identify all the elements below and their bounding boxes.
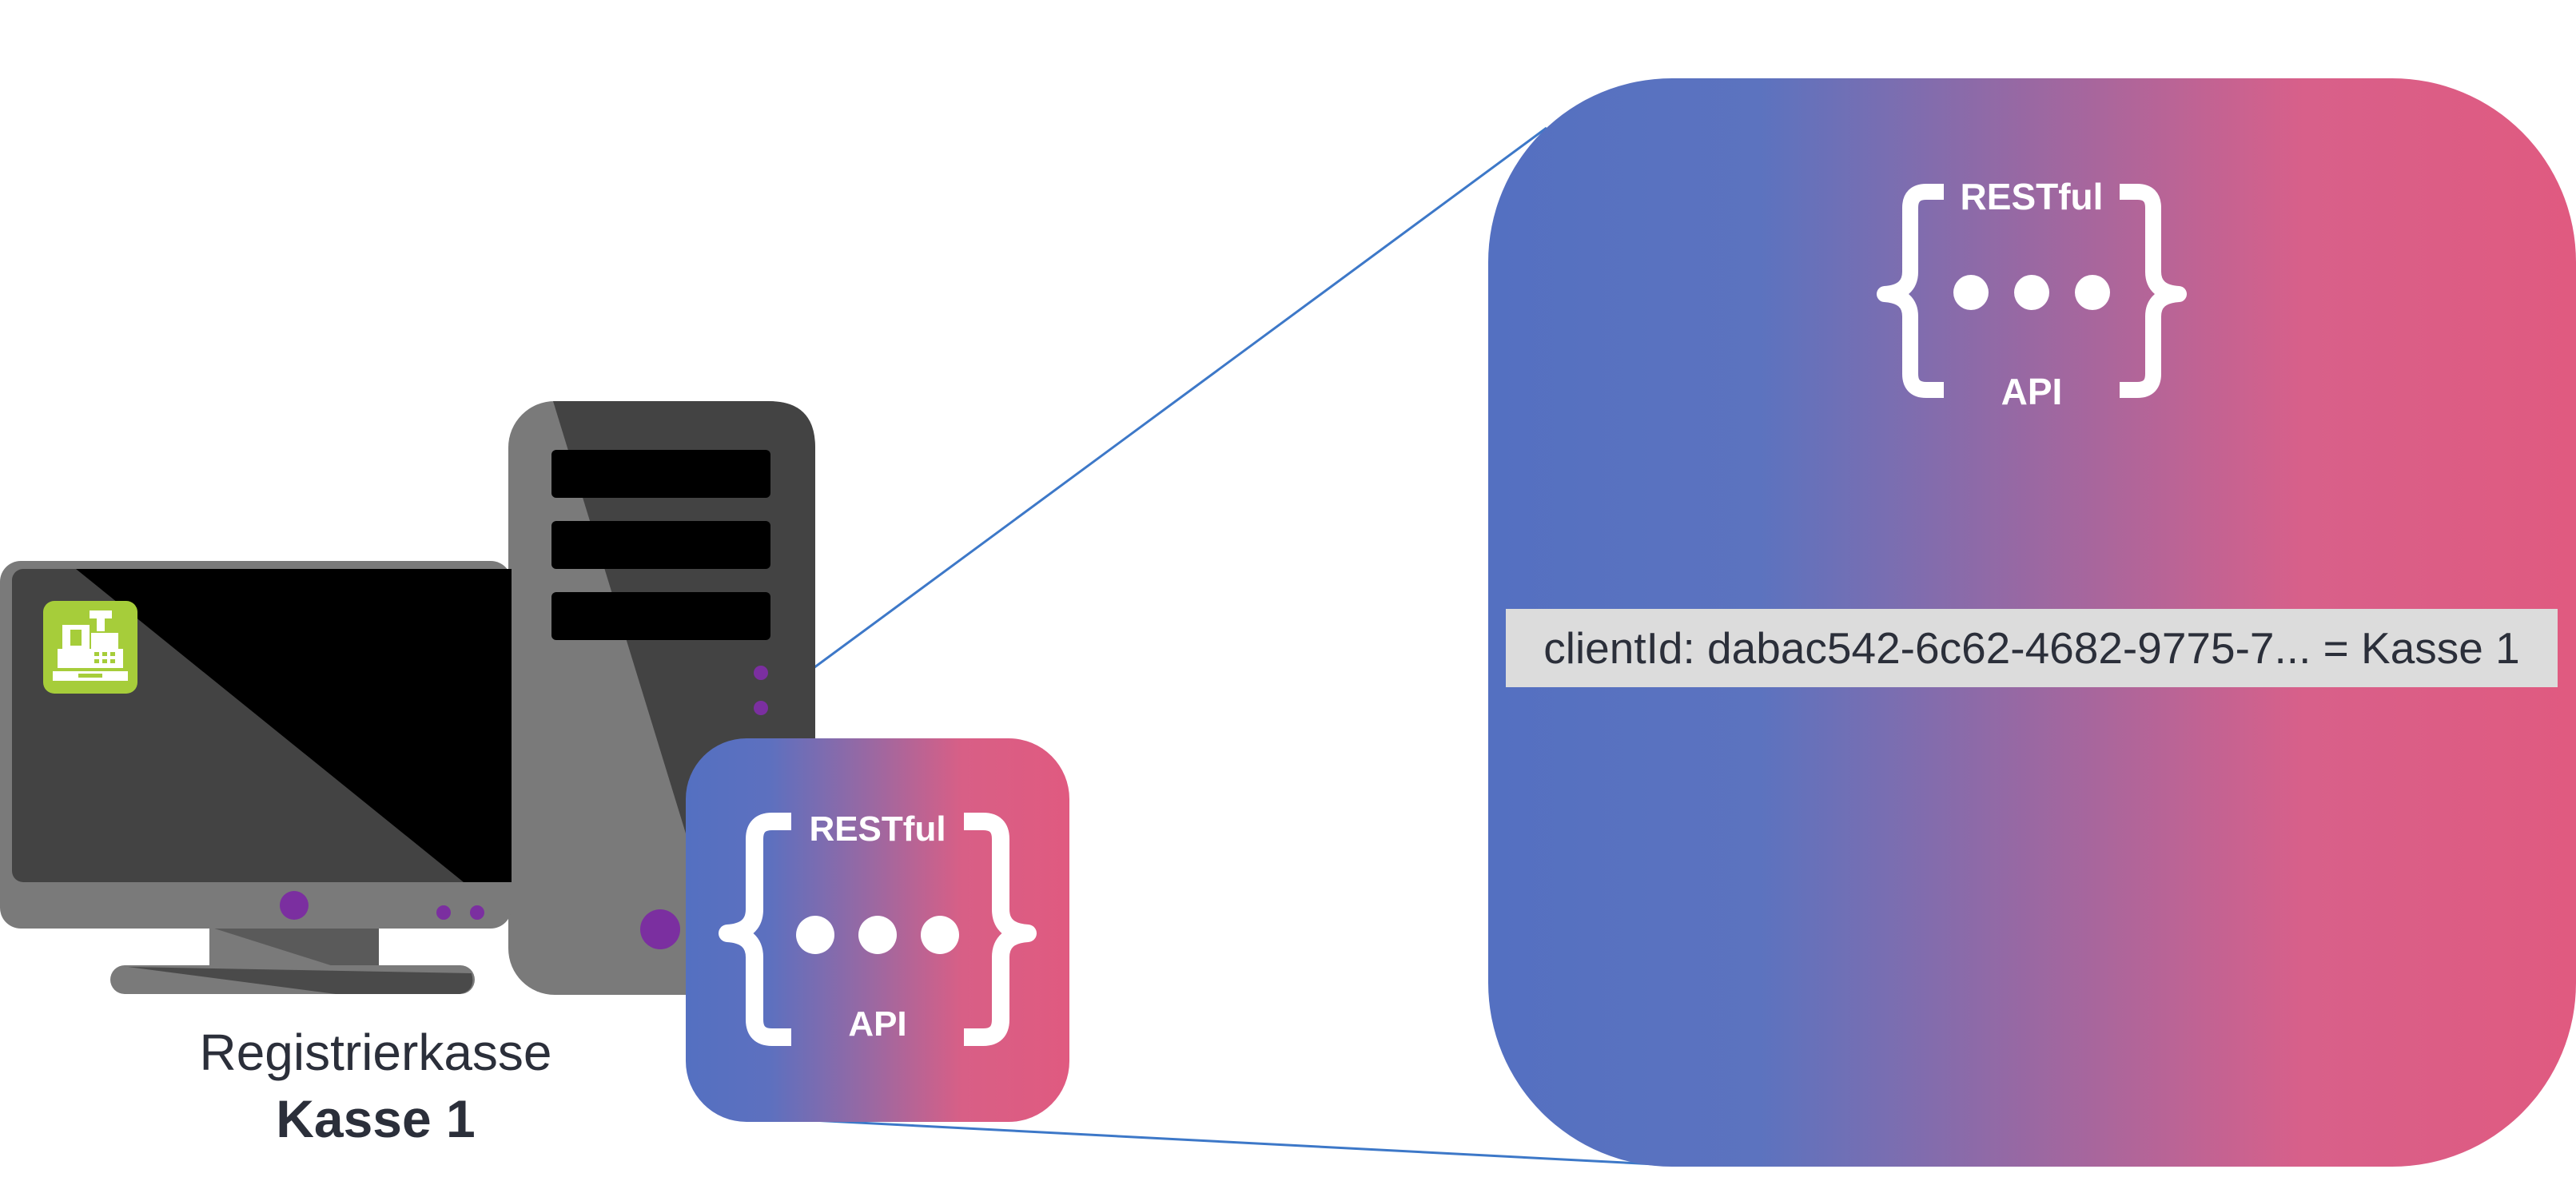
- drive-bay-1: [551, 450, 770, 498]
- connector-line-bottom: [751, 1115, 1671, 1167]
- monitor-base-shade: [128, 967, 473, 994]
- cash-register-icon: [43, 601, 137, 694]
- connector-line-top: [695, 126, 1547, 757]
- device-type-label: Registrierkasse: [199, 1024, 552, 1081]
- monitor-stand-shade: [209, 927, 379, 967]
- left-brace-icon: [719, 813, 791, 1046]
- api-panel-top-label: RESTful: [1961, 176, 2104, 217]
- panel-left-brace-icon: [1877, 184, 1944, 398]
- monitor-led-2: [470, 905, 484, 920]
- ellipsis-icon: [796, 916, 959, 954]
- monitor: [0, 561, 512, 994]
- tower-led-1: [754, 666, 768, 680]
- panel-right-brace-icon: [2120, 184, 2187, 398]
- drive-bay-3: [551, 592, 770, 640]
- client-id-mapping: clientId: dabac542-6c62-4682-9775-7... =…: [1506, 609, 2558, 687]
- api-badge-small-top-label: RESTful: [809, 809, 946, 849]
- api-badge-small: RESTful API: [686, 738, 1069, 1122]
- monitor-led-1: [436, 905, 451, 920]
- api-panel-bottom-label: API: [2001, 371, 2063, 412]
- tower-led-2: [754, 701, 768, 715]
- tower-power-button: [640, 909, 680, 949]
- right-brace-icon: [964, 813, 1037, 1046]
- device-name-label: Kasse 1: [276, 1089, 476, 1148]
- drive-bay-2: [551, 521, 770, 569]
- monitor-power-button: [280, 891, 309, 920]
- client-id-mapping-text: clientId: dabac542-6c62-4682-9775-7... =…: [1543, 623, 2520, 673]
- zoom-connector: [695, 126, 1671, 1167]
- api-badge-small-bottom-label: API: [848, 1004, 906, 1044]
- panel-ellipsis-icon: [1953, 275, 2110, 310]
- monitor-screen-glare: [76, 569, 512, 882]
